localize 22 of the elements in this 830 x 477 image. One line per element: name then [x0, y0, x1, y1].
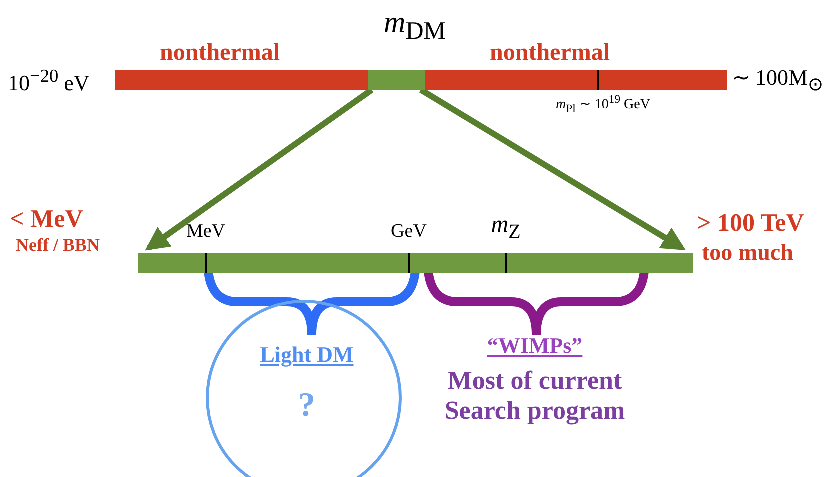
region-label: “WIMPs”	[487, 334, 583, 358]
scale-label: m$_{Pl}$ ∼ 10$^{19}$ GeV	[556, 94, 650, 116]
highlighted-segment	[368, 70, 425, 90]
region-description: Most of current Search program	[444, 366, 626, 426]
tick-label: m$_{Z}$	[491, 212, 521, 243]
bound-note: Neff / BBN	[16, 236, 100, 256]
bound-label: > 100 TeV	[697, 210, 804, 238]
scale-label: ∼ 100M$_{⊙}$	[732, 66, 824, 95]
arrow	[145, 88, 374, 251]
question-mark: ?	[298, 387, 316, 424]
bound-note: too much	[702, 240, 794, 266]
tick-label: GeV	[391, 222, 427, 243]
range-label: nonthermal	[160, 40, 280, 66]
tick-label: MeV	[186, 222, 226, 243]
bound-label: < MeV	[10, 206, 84, 234]
region-label: Light DM	[260, 343, 354, 368]
range-label: nonthermal	[490, 40, 610, 66]
mass-scale-bar	[138, 253, 693, 273]
circle-region	[206, 300, 402, 477]
mass-scale-bar	[115, 70, 727, 90]
scale-label: 10$^{−20}$ eV	[8, 66, 90, 96]
axis-title: m$_{DM}$	[384, 6, 446, 46]
